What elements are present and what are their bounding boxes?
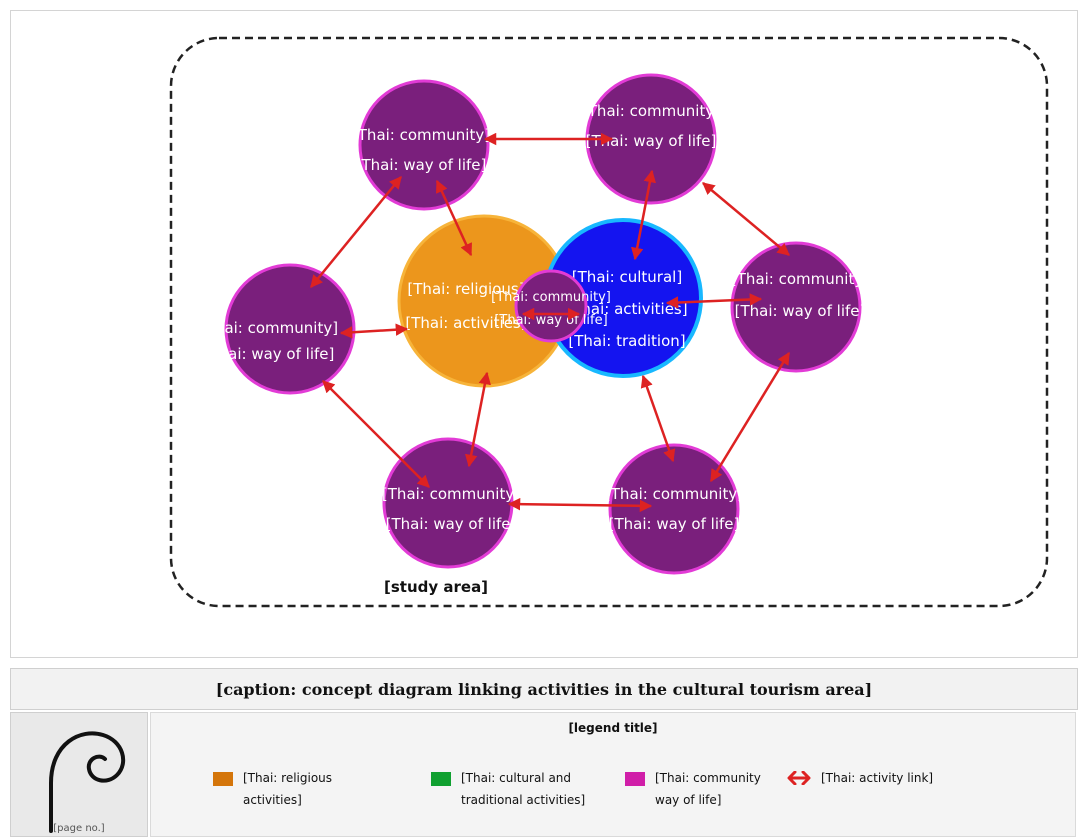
religious-label-line2: [Thai: activities] bbox=[405, 314, 526, 332]
legend-label-religious: [Thai: religious activities] bbox=[243, 771, 333, 807]
community-bottom-right-line2: [Thai: way of life] bbox=[609, 515, 740, 533]
swatch-green bbox=[431, 772, 451, 786]
legend-area: [page no.] [legend title] [Thai: religio… bbox=[10, 712, 1076, 837]
connection-arrows bbox=[310, 132, 791, 513]
community-right-line2: [Thai: way of life] bbox=[735, 302, 866, 320]
link-arrow bbox=[702, 182, 790, 256]
page-number-box: [page no.] bbox=[10, 712, 148, 837]
community-node-right: [Thai: community] [Thai: way of life] bbox=[730, 241, 869, 373]
cultural-label-line1: [Thai: cultural] bbox=[572, 268, 682, 286]
diagram-frame: [study area] [Thai: religious] [Thai: ac… bbox=[10, 10, 1078, 658]
link-arrow bbox=[665, 293, 763, 309]
community-node-left: [Thai: community] [Thai: way of life] bbox=[200, 263, 356, 395]
link-arrow bbox=[339, 323, 409, 339]
legend-label-community: [Thai: community way of life] bbox=[655, 771, 761, 807]
cultural-label-line2: [Thai: activities] bbox=[566, 300, 687, 318]
legend-item-community: [Thai: community way of life] bbox=[625, 771, 785, 811]
religious-activity-circle: [Thai: religious] [Thai: activities] bbox=[397, 214, 571, 388]
legend-label-link: [Thai: activity link] bbox=[821, 771, 934, 785]
community-node-top-left: [Thai: community] [Thai: way of life] bbox=[352, 79, 490, 211]
community-bottom-right-line1: [Thai: community] bbox=[605, 485, 743, 503]
community-top-left-line2: [Thai: way of life] bbox=[356, 156, 487, 174]
link-arrow bbox=[507, 497, 653, 513]
cultural-label-line3: [Thai: tradition] bbox=[568, 332, 685, 350]
community-top-right-line2: [Thai: way of life] bbox=[586, 132, 717, 150]
legend-panel: [legend title] [Thai: religious activiti… bbox=[150, 712, 1076, 837]
double-arrow-icon bbox=[787, 770, 811, 788]
link-arrow bbox=[465, 371, 491, 468]
community-node-bottom-right: [Thai: community] [Thai: way of life] bbox=[605, 443, 743, 575]
legend-title: [legend title] bbox=[568, 721, 658, 735]
swatch-magenta bbox=[625, 772, 645, 786]
link-arrow bbox=[310, 176, 402, 288]
link-arrow bbox=[322, 380, 430, 488]
community-center-line1: [Thai: community] bbox=[491, 290, 611, 305]
community-left-line2: [Thai: way of life] bbox=[204, 345, 335, 363]
swatch-orange bbox=[213, 772, 233, 786]
link-arrow bbox=[640, 374, 676, 463]
community-node-bottom-left: [Thai: community] [Thai: way of life] bbox=[382, 437, 520, 569]
legend-item-religious: [Thai: religious activities] bbox=[213, 771, 353, 811]
page-number-glyph bbox=[49, 731, 126, 833]
diagram-caption: [caption: concept diagram linking activi… bbox=[10, 668, 1078, 710]
religious-label-line1: [Thai: religious] bbox=[407, 280, 524, 298]
community-left-line1: [Thai: community] bbox=[200, 319, 338, 337]
study-area-label: [study area] bbox=[384, 578, 488, 596]
cultural-activity-circle: [Thai: cultural] [Thai: activities] [Tha… bbox=[543, 218, 703, 378]
link-arrow bbox=[709, 351, 791, 483]
link-arrow bbox=[435, 179, 473, 257]
page-number-text: [page no.] bbox=[53, 823, 105, 834]
community-bottom-left-line1: [Thai: community] bbox=[382, 485, 520, 503]
community-right-line1: [Thai: community] bbox=[731, 270, 869, 288]
study-area-boundary bbox=[169, 36, 1049, 608]
concept-diagram: [study area] [Thai: religious] [Thai: ac… bbox=[169, 36, 1049, 608]
community-bottom-left-line2: [Thai: way of life] bbox=[386, 515, 517, 533]
community-top-left-line1: [Thai: community] bbox=[352, 126, 490, 144]
legend-label-cultural: [Thai: cultural and traditional activiti… bbox=[461, 771, 586, 807]
link-arrow bbox=[630, 169, 657, 261]
legend-item-link: [Thai: activity link] bbox=[787, 770, 961, 789]
legend-item-cultural: [Thai: cultural and traditional activiti… bbox=[431, 771, 601, 811]
community-top-right-line1: [Thai: community] bbox=[582, 102, 720, 120]
